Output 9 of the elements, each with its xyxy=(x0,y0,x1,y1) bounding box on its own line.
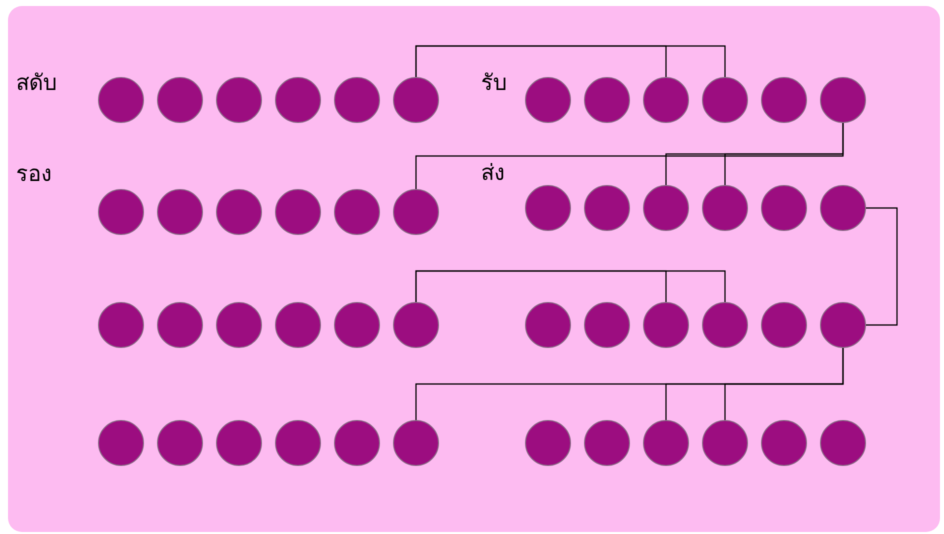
row-label: รอง xyxy=(16,161,52,189)
connector-line xyxy=(415,45,726,77)
connector-line xyxy=(866,207,898,326)
row-label: สดับ xyxy=(16,70,57,98)
row-label: ส่ง xyxy=(481,160,505,188)
connector-line xyxy=(415,270,726,302)
connector-line xyxy=(724,348,844,420)
row-label: รับ xyxy=(481,70,507,98)
connector-line xyxy=(724,123,844,185)
